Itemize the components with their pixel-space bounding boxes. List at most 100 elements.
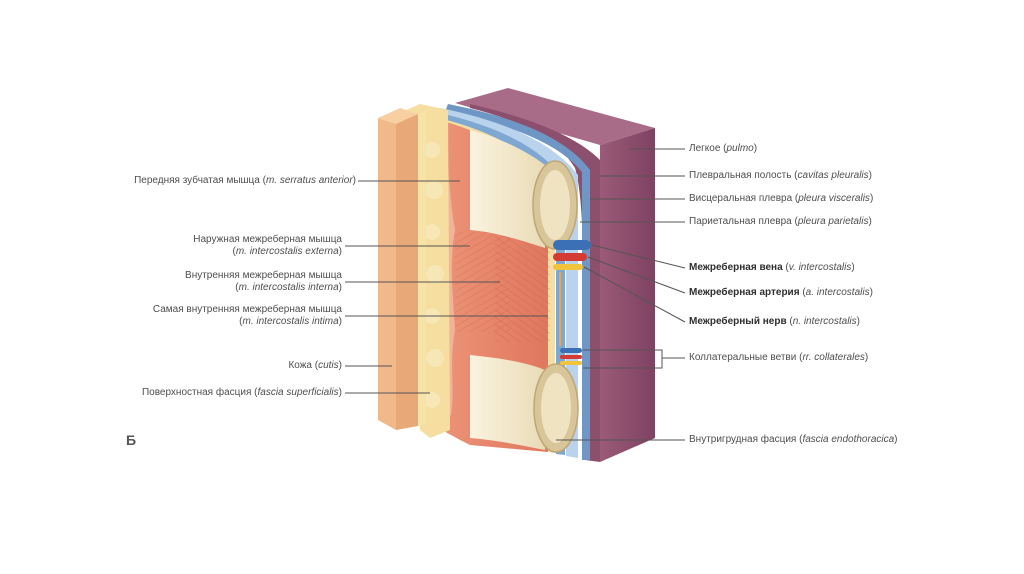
label-int-close: ) xyxy=(338,282,342,293)
label-collat-text: Коллатеральные ветви ( xyxy=(689,352,803,363)
upper-rib xyxy=(470,130,578,250)
label-intima-open: ( xyxy=(239,316,243,327)
label-superficial-fascia: Поверхностная фасция (fascia superficial… xyxy=(142,387,342,399)
label-skin: Кожа (cutis) xyxy=(288,360,342,372)
fat-lobule xyxy=(426,349,444,367)
internal-intercostal-fibers xyxy=(495,232,550,342)
label-collateral-branches: Коллатеральные ветви (rr. collaterales) xyxy=(689,352,868,364)
leader-collat xyxy=(583,349,685,369)
label-lung-close: ) xyxy=(753,143,758,154)
lower-rib-shaft xyxy=(470,355,545,450)
label-serratus-latin: m. serratus anterior xyxy=(265,175,353,186)
skin-front-face xyxy=(378,118,396,430)
label-ext-line1: Наружная межреберная мышца xyxy=(193,234,342,245)
label-internal-intercostal: Внутренняя межреберная мышца (m. interco… xyxy=(185,270,342,294)
fat-lobule xyxy=(425,181,443,199)
skin-top-face xyxy=(378,108,418,124)
label-intima-line1: Самая внутренняя межреберная мышца xyxy=(152,304,342,315)
fat-lobule xyxy=(424,224,440,240)
label-pariet-latin: pleura parietalis xyxy=(797,216,869,227)
label-cavity-text: Плевральная полость ( xyxy=(689,170,798,181)
label-nerve-text: ( xyxy=(786,316,793,327)
label-endo-close: ) xyxy=(894,434,898,445)
label-external-intercostal: Наружная межреберная мышца (m. intercost… xyxy=(193,234,342,258)
label-vein-close: ) xyxy=(851,262,855,273)
label-artery-bold: Межреберная артерия xyxy=(689,287,800,298)
intercostal-vein xyxy=(553,240,591,250)
label-artery-latin: a. intercostalis xyxy=(805,287,870,298)
label-vein-bold: Межреберная вена xyxy=(689,262,783,273)
leader-vein xyxy=(591,244,686,269)
label-visc-latin: pleura visceralis xyxy=(798,193,870,204)
label-cavity-latin: cavitas pleuralis xyxy=(797,170,869,181)
collateral-artery xyxy=(560,355,582,359)
label-intima-close: ) xyxy=(338,316,342,327)
label-nerve-latin: n. intercostalis xyxy=(792,316,857,327)
upper-rib-marrow xyxy=(540,170,570,240)
fat-lobule xyxy=(424,142,440,158)
label-collat-close: ) xyxy=(864,352,869,363)
lung-top-face xyxy=(455,88,655,145)
label-int-open: ( xyxy=(235,282,239,293)
neurovascular-bundle xyxy=(553,240,591,365)
label-artery-close: ) xyxy=(869,287,873,298)
label-lung-latin: pulmo xyxy=(726,143,754,154)
label-fascia-latin: fascia superficialis xyxy=(257,387,339,398)
panel-letter: Б xyxy=(126,432,137,448)
fat-lobule xyxy=(426,265,444,283)
label-cavity-close: ) xyxy=(868,170,873,181)
label-vein-latin: v. intercostalis xyxy=(788,262,852,273)
collateral-vein xyxy=(560,348,582,353)
label-innermost-intercostal: Самая внутренняя межреберная мышца (m. i… xyxy=(153,304,342,328)
label-visceral-pleura: Висцеральная плевра (pleura visceralis) xyxy=(689,193,873,205)
label-visc-close: ) xyxy=(869,193,874,204)
label-endothoracic-fascia: Внутригрудная фасция (fascia endothoraci… xyxy=(689,434,898,446)
skin-side-face xyxy=(396,114,418,430)
lower-rib-marrow xyxy=(541,373,571,443)
label-serratus-text: Передняя зубчатая мышца ( xyxy=(134,175,266,186)
label-int-line1: Внутренняя межреберная мышца xyxy=(185,270,342,281)
intercostal-nerve xyxy=(553,264,583,270)
label-endo-latin: fascia endothoracica xyxy=(802,434,895,445)
upper-rib-shaft xyxy=(470,130,545,248)
label-ext-open: ( xyxy=(232,246,236,257)
leader-lines-left xyxy=(345,180,548,394)
leader-nerve xyxy=(583,266,686,323)
superficial-layers xyxy=(378,104,450,438)
leader-artery xyxy=(587,256,686,294)
lung-side-face xyxy=(600,128,655,462)
label-intima-latin: m. intercostalis intima xyxy=(242,316,339,327)
intercostal-artery xyxy=(553,253,587,261)
label-fascia-close: ) xyxy=(338,387,342,398)
label-intercostal-vein: Межреберная вена (v. intercostalis) xyxy=(689,262,855,274)
label-serratus-anterior: Передняя зубчатая мышца (m. serratus ant… xyxy=(134,175,356,187)
label-pariet-close: ) xyxy=(868,216,872,227)
label-intercostal-nerve: Межреберный нерв (n. intercostalis) xyxy=(689,316,860,328)
label-int-latin: m. intercostalis interna xyxy=(238,282,339,293)
label-nerve-bold: Межреберный нерв xyxy=(689,316,787,327)
label-lung: Легкое (pulmo) xyxy=(689,143,757,155)
label-nerve-close: ) xyxy=(856,316,860,327)
fat-lobule xyxy=(424,392,440,408)
lower-rib xyxy=(470,355,579,453)
label-vein-text: ( xyxy=(782,262,789,273)
label-ext-close: ) xyxy=(338,246,342,257)
label-endo-text: Внутригрудная фасция ( xyxy=(689,434,803,445)
leader-lines-right xyxy=(556,148,686,441)
label-serratus-close: ) xyxy=(352,175,356,186)
label-visc-text: Висцеральная плевра ( xyxy=(689,193,799,204)
label-collat-latin: rr. collaterales xyxy=(802,352,865,363)
label-artery-text: ( xyxy=(799,287,806,298)
label-lung-text: Легкое ( xyxy=(689,143,727,154)
label-pleural-cavity: Плевральная полость (cavitas pleuralis) xyxy=(689,170,872,182)
label-intercostal-artery: Межреберная артерия (a. intercostalis) xyxy=(689,287,873,299)
label-fascia-text: Поверхностная фасция ( xyxy=(141,387,258,398)
skin-fascia-edge xyxy=(418,110,426,426)
label-parietal-pleura: Париетальная плевра (pleura parietalis) xyxy=(689,216,872,228)
label-skin-close: ) xyxy=(338,360,342,371)
label-pariet-text: Париетальная плевра ( xyxy=(689,216,798,227)
collateral-nerve xyxy=(560,361,582,365)
label-skin-text: Кожа ( xyxy=(288,360,319,371)
label-skin-latin: cutis xyxy=(318,360,339,371)
